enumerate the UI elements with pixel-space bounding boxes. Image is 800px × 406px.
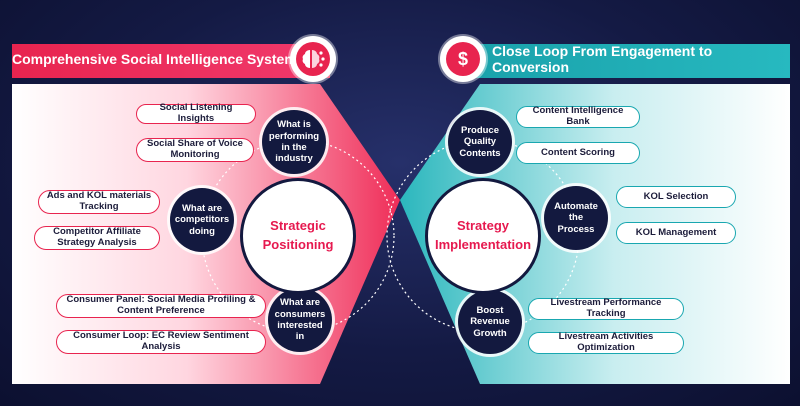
step-automate-process: Automate the Process [544,186,608,250]
left-section-title: Comprehensive Social Intelligence System [12,51,297,67]
pill-kol-selection: KOL Selection [616,186,736,208]
pill-consumer-loop: Consumer Loop: EC Review Sentiment Analy… [56,330,266,354]
pill-livestream-tracking: Livestream Performance Tracking [528,297,684,320]
pill-content-intelligence-bank: Content Intelligence Bank [516,105,640,128]
right-title-bar [470,44,790,78]
pill-content-scoring: Content Scoring [516,142,640,164]
pill-social-listening: Social Listening Insights [136,102,256,124]
pill-livestream-optimization: Livestream Activities Optimization [528,331,684,354]
step-produce-contents: Produce Quality Contents [448,110,512,174]
pill-kol-management: KOL Management [616,222,736,244]
question-industry: What is performing in the industry [262,110,326,174]
question-consumers: What are consumers interested in [268,288,332,352]
pill-ads-kol-tracking: Ads and KOL materials Tracking [38,190,160,214]
question-competitors: What are competitors doing [170,188,234,252]
pill-competitor-affiliate: Competitor Affiliate Strategy Analysis [34,226,160,250]
right-section-title: Close Loop From Engagement to Conversion [492,43,713,75]
dollar-icon: $ [440,36,486,82]
left-title-bar [12,44,312,78]
brain-icon [290,36,336,82]
pill-consumer-panel: Consumer Panel: Social Media Profiling &… [56,294,266,318]
step-boost-revenue: Boost Revenue Growth [458,290,522,354]
pill-share-of-voice: Social Share of Voice Monitoring [136,138,254,162]
